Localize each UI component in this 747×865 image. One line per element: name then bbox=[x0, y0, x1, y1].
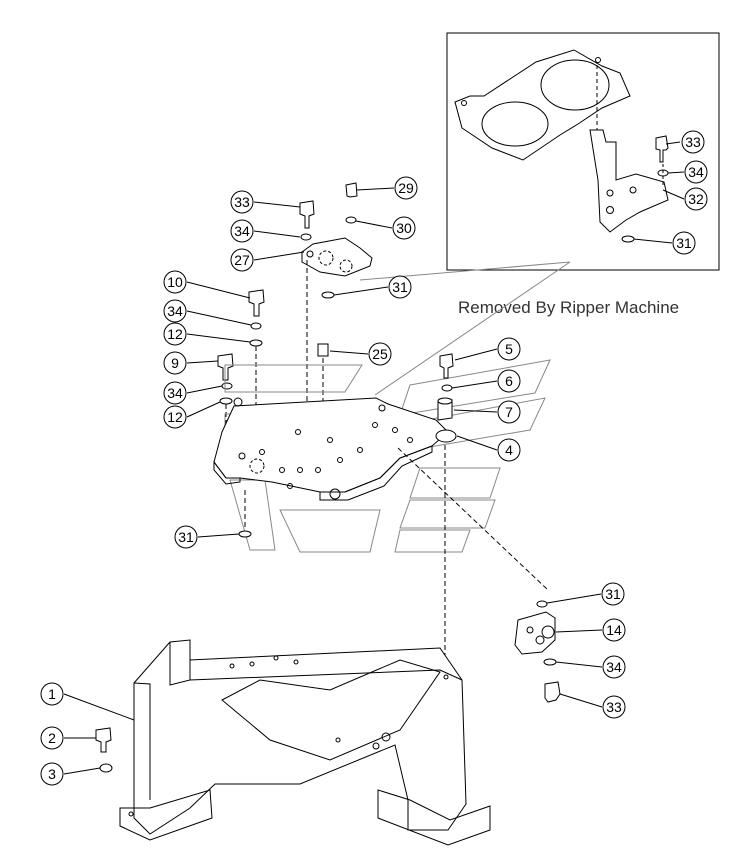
callout-27 bbox=[230, 248, 254, 272]
callout-label: 34 bbox=[606, 659, 622, 675]
callout-label: 12 bbox=[167, 409, 183, 425]
callout-label: 33 bbox=[685, 134, 701, 150]
callout-label: 2 bbox=[48, 730, 56, 746]
inset-leader-line bbox=[359, 261, 571, 281]
callout-2 bbox=[40, 726, 64, 750]
cab-mount-plate bbox=[213, 353, 551, 678]
callout-label: 31 bbox=[605, 586, 621, 602]
callout-label: 7 bbox=[505, 404, 513, 420]
callout-label: 31 bbox=[178, 529, 194, 545]
callout-label: 10 bbox=[167, 274, 183, 290]
callout-6 bbox=[497, 369, 521, 393]
callout-31 bbox=[388, 275, 412, 299]
callout-34 bbox=[684, 160, 708, 184]
callout-7 bbox=[497, 400, 521, 424]
callout-label: 5 bbox=[505, 341, 513, 357]
callout-label: 3 bbox=[48, 766, 56, 782]
callout-3 bbox=[40, 762, 64, 786]
callout-label: 27 bbox=[234, 252, 250, 268]
callout-14 bbox=[602, 618, 626, 642]
callout-label: 33 bbox=[606, 699, 622, 715]
callout-4 bbox=[497, 438, 521, 462]
bracket-27 bbox=[299, 182, 373, 455]
callout-34 bbox=[163, 381, 187, 405]
callout-label: 25 bbox=[372, 346, 388, 362]
callout-label: 9 bbox=[171, 355, 179, 371]
callout-label: 12 bbox=[167, 326, 183, 342]
callout-label: 34 bbox=[688, 164, 704, 180]
callout-33 bbox=[230, 190, 254, 214]
callout-30 bbox=[392, 216, 416, 240]
callout-label: 6 bbox=[505, 373, 513, 389]
inset-leader-line bbox=[374, 261, 571, 396]
callouts: 33 34 32 31 29 33 30 34 27 31 10 3 bbox=[40, 130, 708, 786]
callout-label: 33 bbox=[234, 194, 250, 210]
callout-31 bbox=[174, 525, 198, 549]
callout-25 bbox=[368, 342, 392, 366]
callout-31 bbox=[672, 231, 696, 255]
callout-label: 14 bbox=[606, 622, 622, 638]
callout-29 bbox=[394, 176, 418, 200]
callout-1 bbox=[40, 682, 64, 706]
callout-label: 30 bbox=[396, 220, 412, 236]
callout-label: 34 bbox=[234, 223, 250, 239]
callout-33 bbox=[681, 130, 705, 154]
callout-label: 4 bbox=[505, 442, 513, 458]
inset-caption: Removed By Ripper Machine bbox=[458, 298, 679, 317]
callout-label: 34 bbox=[167, 385, 183, 401]
callout-10 bbox=[163, 270, 187, 294]
callout-32 bbox=[684, 187, 708, 211]
callout-34 bbox=[163, 299, 187, 323]
base-frame bbox=[95, 639, 491, 846]
inset-detail bbox=[446, 32, 720, 271]
callout-33 bbox=[602, 695, 626, 719]
callout-label: 34 bbox=[167, 303, 183, 319]
callout-12 bbox=[163, 322, 187, 346]
callout-label: 1 bbox=[48, 686, 56, 702]
callout-9 bbox=[163, 351, 187, 375]
callout-label: 31 bbox=[676, 235, 692, 251]
bracket-14 bbox=[514, 600, 561, 703]
callout-label: 32 bbox=[688, 191, 704, 207]
callout-label: 31 bbox=[392, 279, 408, 295]
callout-12 bbox=[163, 405, 187, 429]
callout-34 bbox=[230, 219, 254, 243]
callout-31 bbox=[601, 582, 625, 606]
callout-label: 29 bbox=[398, 180, 414, 196]
callout-5 bbox=[497, 337, 521, 361]
callout-34 bbox=[602, 655, 626, 679]
